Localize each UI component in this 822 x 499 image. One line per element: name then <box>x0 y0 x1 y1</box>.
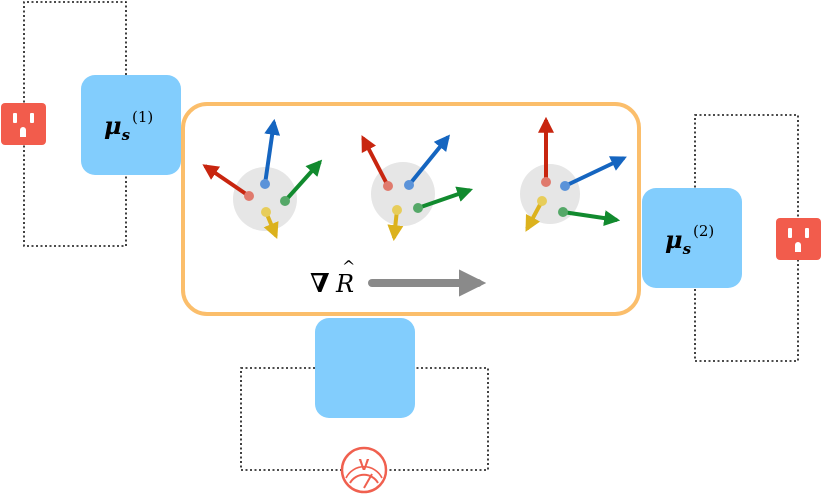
svg-text:μs: μs <box>104 111 131 144</box>
right-electrode-block <box>642 188 742 288</box>
mu-s-2-label: μs (2) <box>665 222 714 258</box>
left-electrode-block <box>81 75 181 175</box>
left-circuit-wire <box>23 1 127 247</box>
bottom-circuit-wire <box>240 367 489 471</box>
mu2-base: μ <box>665 225 683 254</box>
voltmeter-icon: V <box>340 446 388 494</box>
svg-text:V: V <box>359 457 370 474</box>
right-circuit-wire <box>694 114 799 362</box>
r-hat-accent: ^ <box>342 257 355 276</box>
r-variable: R <box>335 270 354 298</box>
mu-s-1-label: μs (1) <box>104 108 153 144</box>
spin-cluster-1 <box>202 118 323 239</box>
svg-text:μs: μs <box>665 225 692 258</box>
spin-cluster-3 <box>520 116 627 232</box>
spin-cluster-2 <box>361 134 474 242</box>
mu1-subscript: s <box>122 126 131 144</box>
bottom-electrode-block <box>315 318 415 418</box>
mu1-base: μ <box>104 111 122 140</box>
nabla-symbol: ∇ <box>310 269 330 299</box>
power-outlet-icon <box>776 218 821 260</box>
mu2-superscript: (2) <box>693 222 714 240</box>
mu1-superscript: (1) <box>132 108 153 126</box>
gradient-label: ∇ R ^ <box>310 257 355 299</box>
mu2-subscript: s <box>683 240 692 258</box>
power-outlet-icon <box>1 103 46 145</box>
